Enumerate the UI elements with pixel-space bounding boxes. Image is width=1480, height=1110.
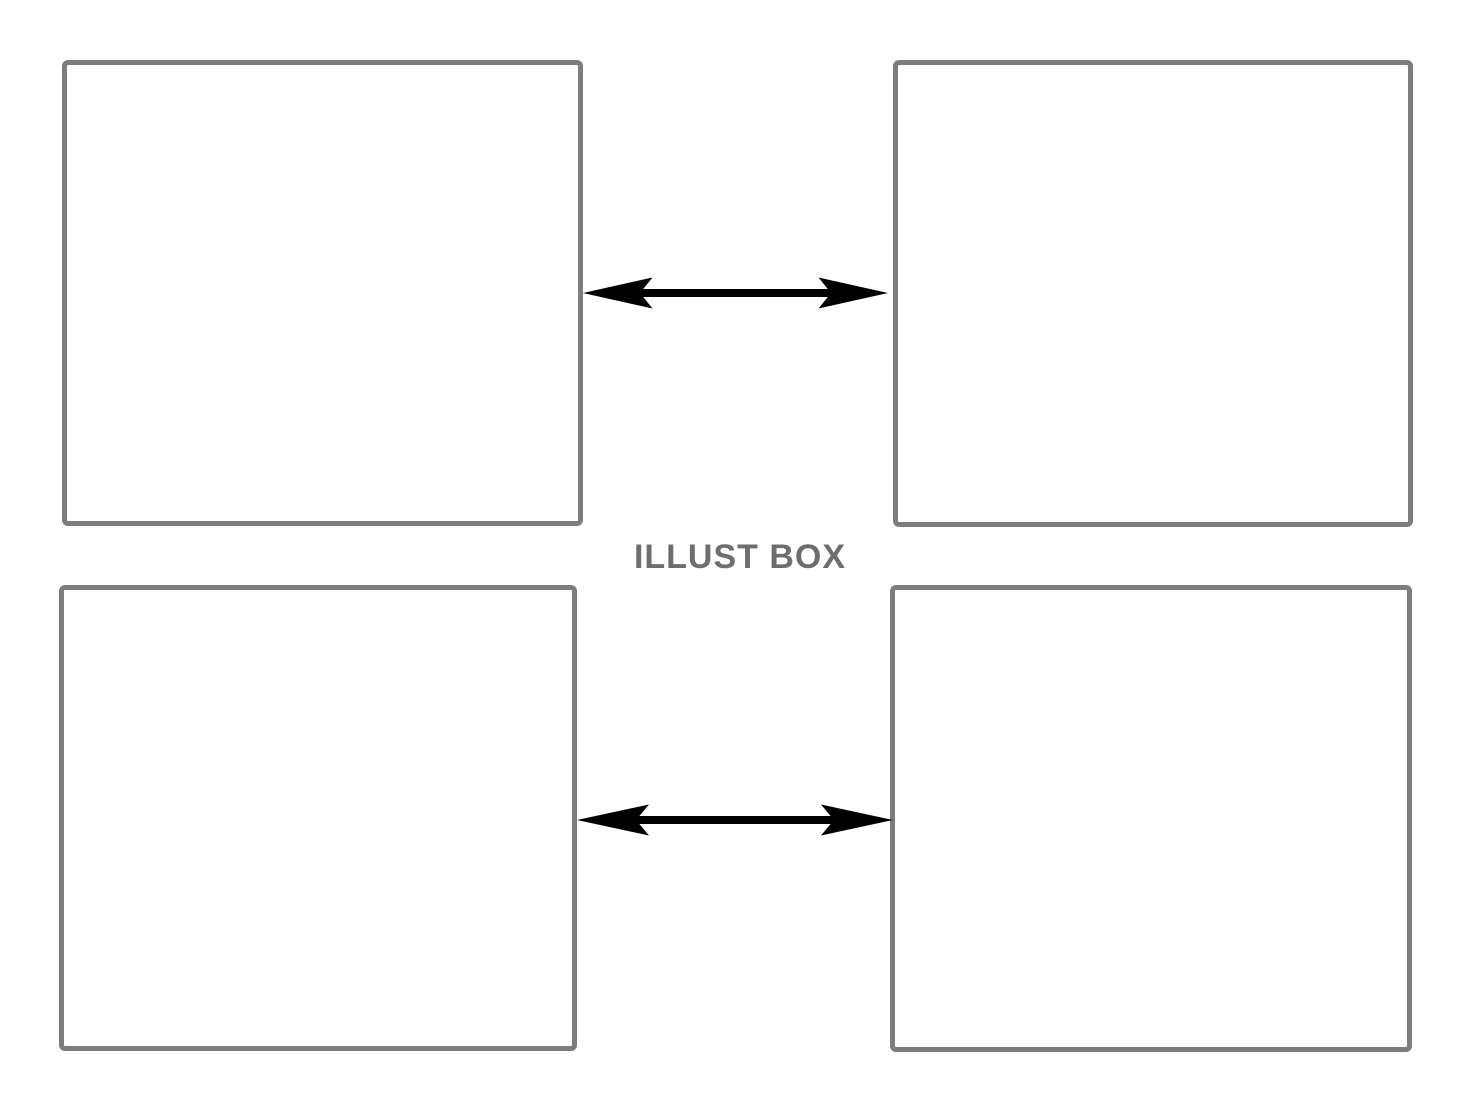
panel-bottom-left (59, 585, 577, 1051)
left-right-arrow-icon (583, 277, 888, 309)
panel-top-left (62, 60, 583, 526)
left-right-arrow-icon (577, 804, 893, 836)
panel-bottom-right (890, 585, 1412, 1052)
double-arrow-shape (577, 804, 893, 836)
watermark-text: ILLUST BOX (633, 538, 847, 576)
double-arrow-shape (583, 277, 888, 309)
panel-top-right (893, 60, 1413, 527)
